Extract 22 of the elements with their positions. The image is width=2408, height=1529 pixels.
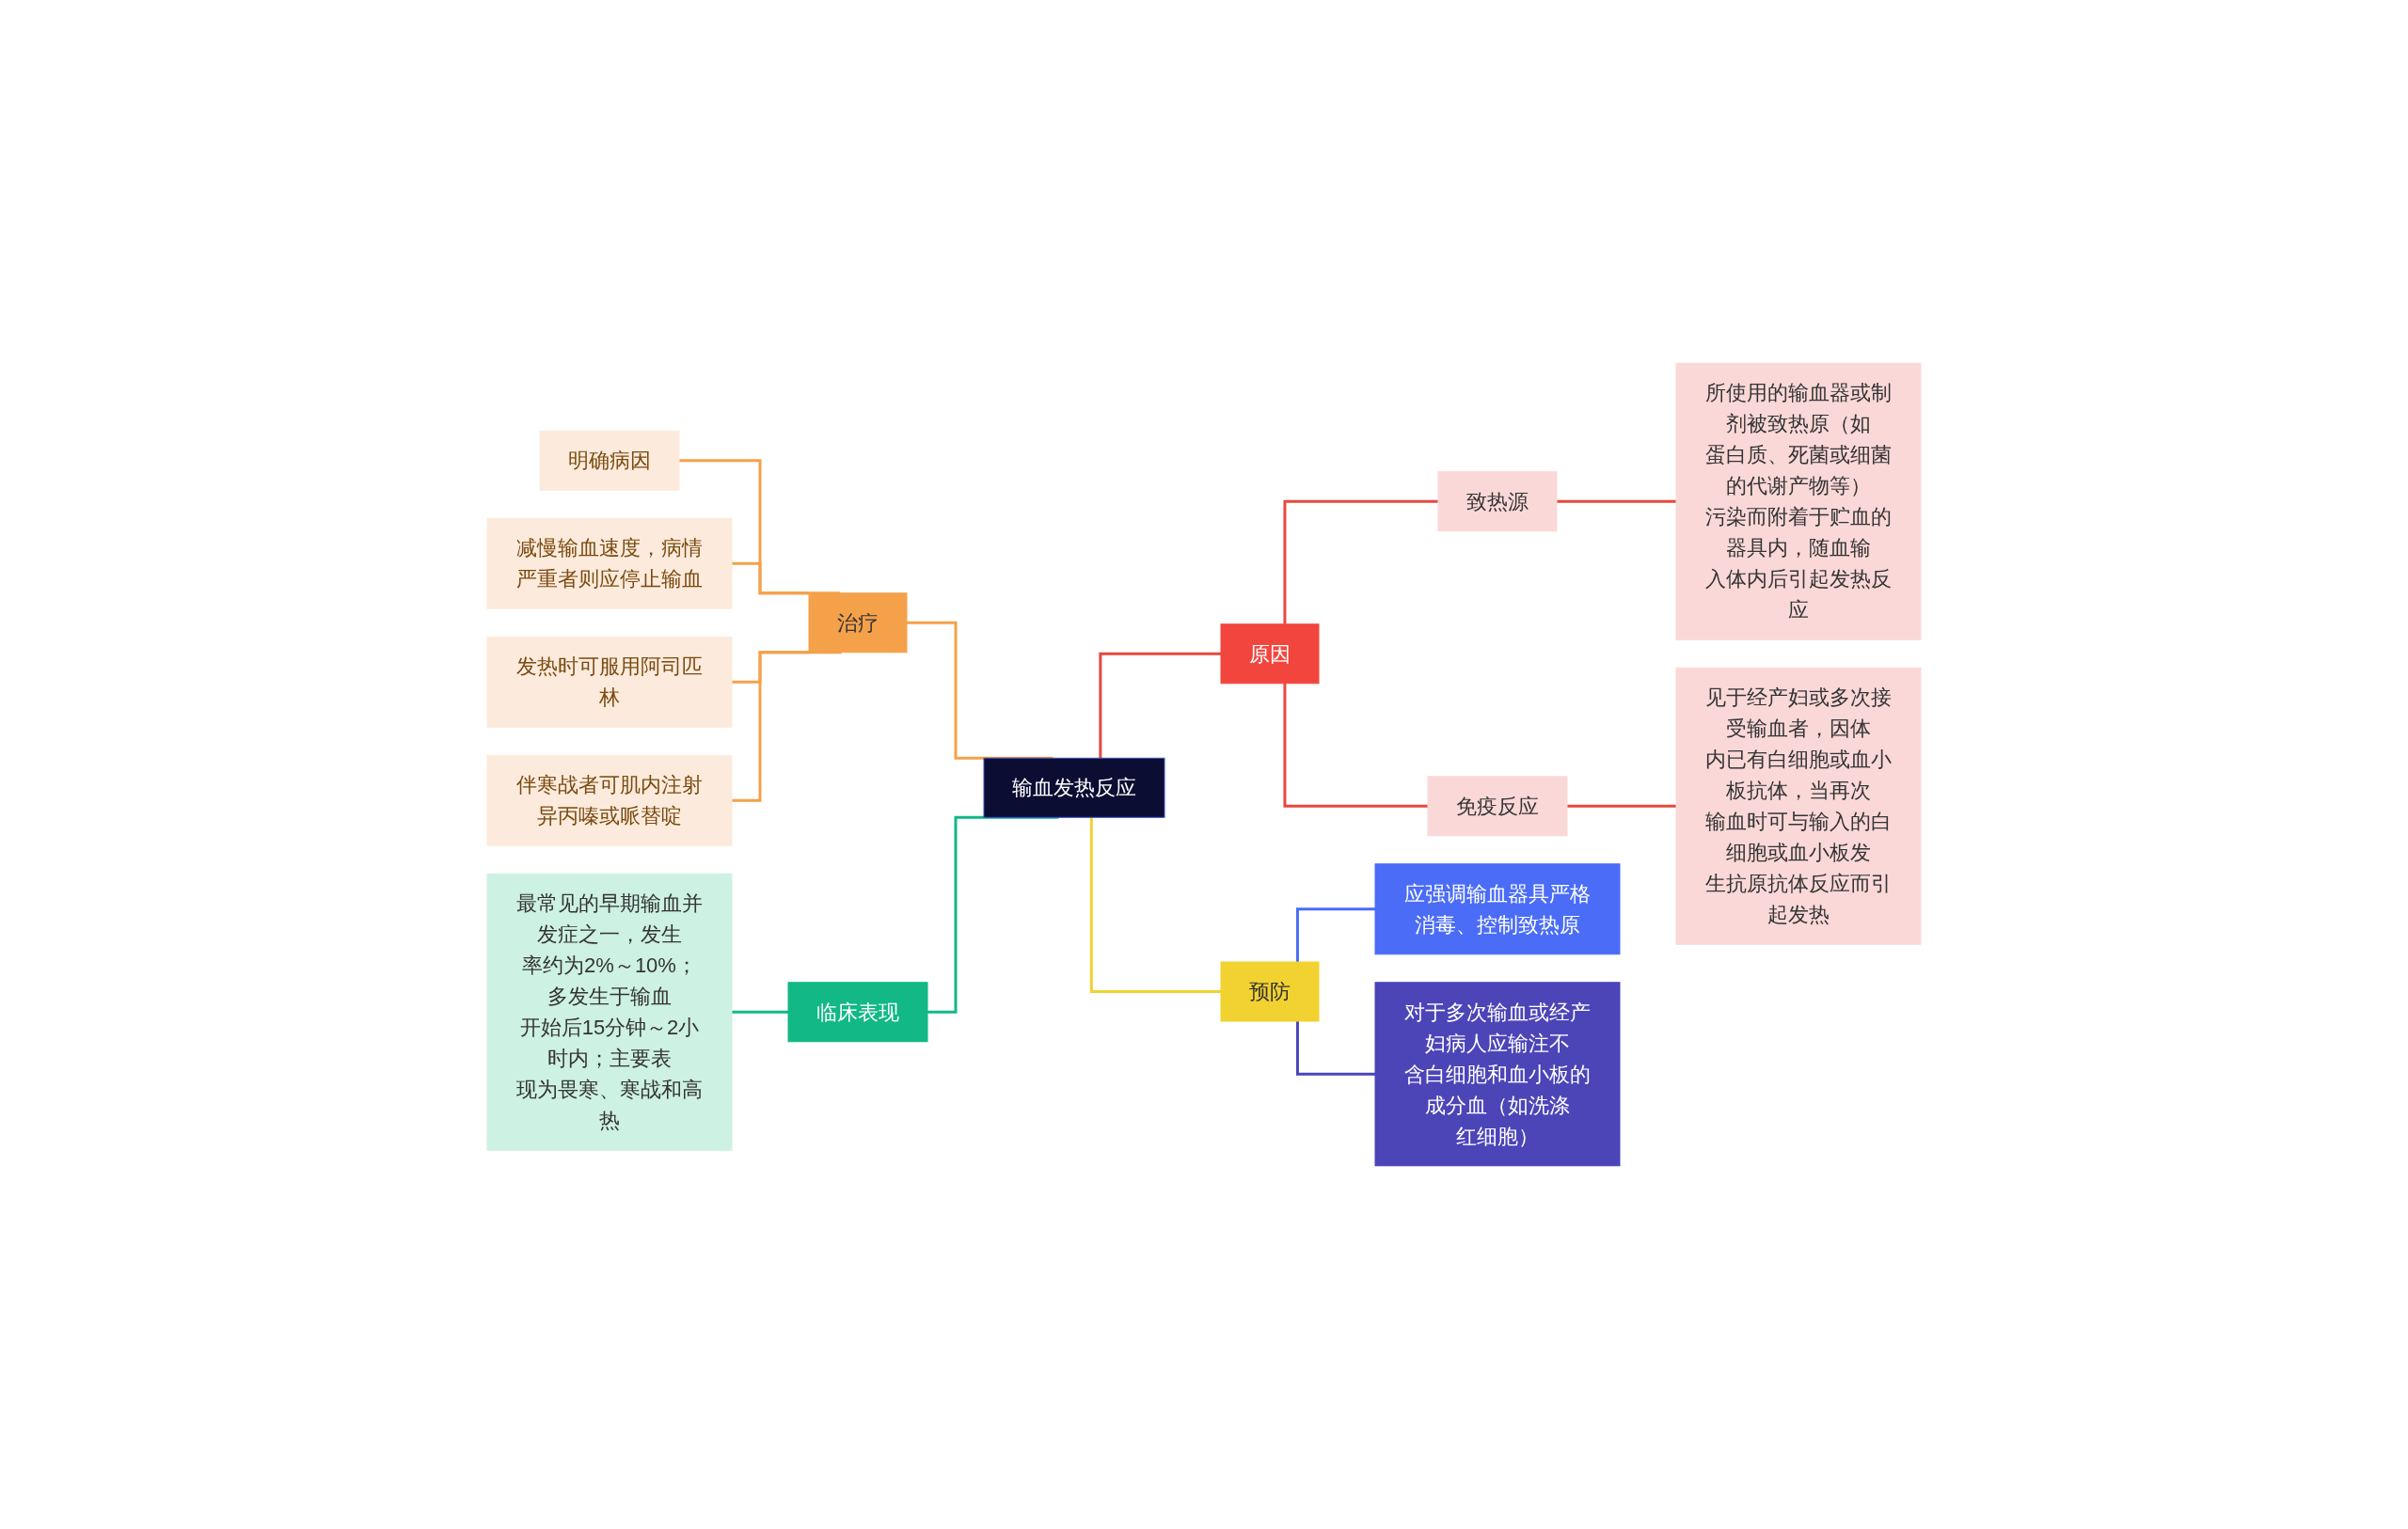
node-box: 应强调输血器具严格消毒、控制致热原 (1374, 863, 1621, 955)
node-box: 明确病因 (539, 430, 680, 491)
node-box: 致热源 (1437, 471, 1558, 532)
node-box: 减慢输血速度，病情严重者则应停止输血 (486, 517, 733, 609)
node-box: 预防 (1220, 961, 1320, 1022)
connector (1295, 907, 1375, 962)
node-box: 治疗 (808, 592, 908, 654)
connector (1089, 817, 1221, 993)
node-box: 对于多次输血或经产妇病人应输注不含白细胞和血小板的成分血（如洗涤红细胞） (1374, 982, 1621, 1167)
node-box: 最常见的早期输血并发症之一，发生率约为2%～10%；多发生于输血开始后15分钟～2小时内；主要表现为畏寒、寒战和高热 (486, 873, 733, 1151)
connector (1295, 1021, 1375, 1076)
node-box: 见于经产妇或多次接受输血者，因体内已有白细胞或血小板抗体，当再次输血时可与输入的白细胞或血小板发生抗原抗体反应而引起发热 (1675, 667, 1922, 945)
node-box: 输血发热反应 (983, 757, 1165, 818)
connector (1283, 683, 1428, 808)
connector (1099, 652, 1221, 759)
node-box: 原因 (1220, 623, 1320, 685)
connector (1283, 499, 1438, 624)
node-box: 所使用的输血器或制剂被致热原（如蛋白质、死菌或细菌的代谢产物等）污染而附着于贮血的器具内，随血输入体内后引起发热反应 (1675, 362, 1922, 640)
node-box: 发热时可服用阿司匹林 (486, 636, 733, 728)
node-box: 免疫反应 (1427, 776, 1568, 837)
node-box: 临床表现 (787, 982, 928, 1043)
node-box: 伴寒战者可肌内注射异丙嗪或哌替啶 (486, 754, 733, 846)
